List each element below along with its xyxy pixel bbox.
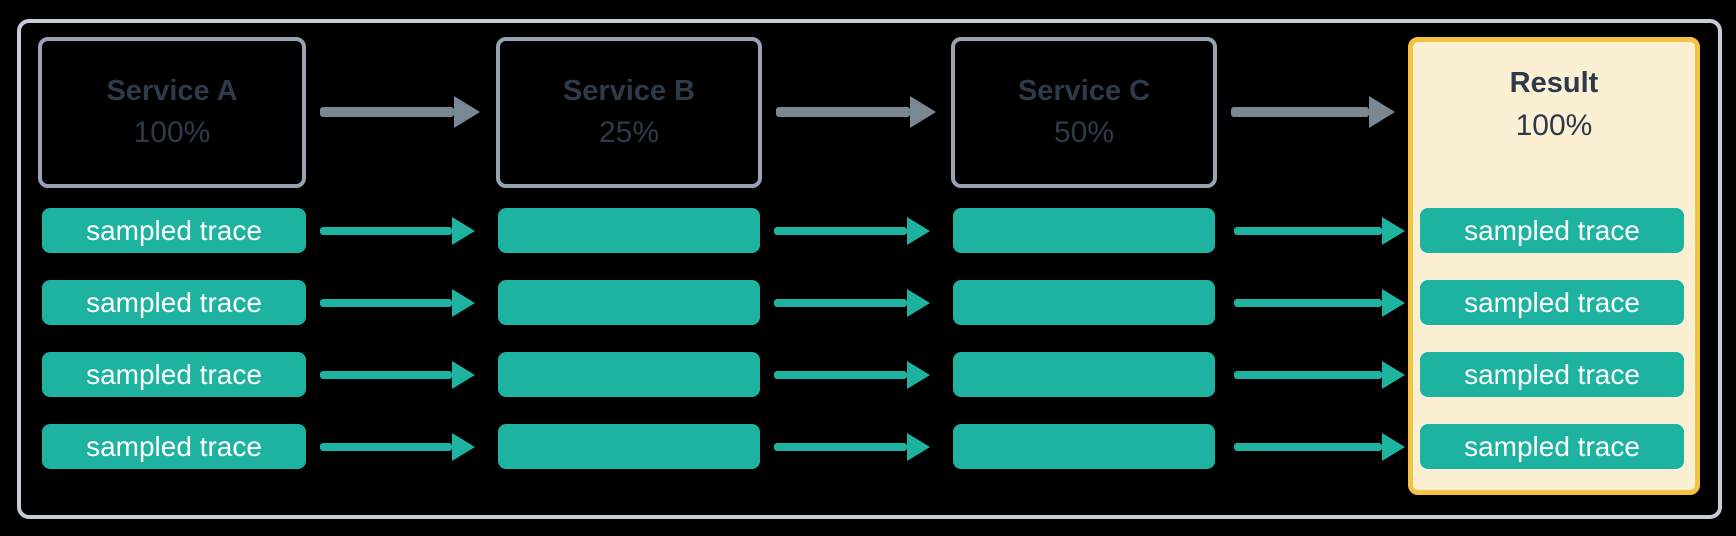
arrow-shaft [320,443,452,451]
trace-bar-b4 [498,424,760,469]
trace-bar-a3: sampled trace [42,352,306,397]
trace-arrow-a-to-b-3 [320,361,475,389]
arrow-service-a-to-b [320,96,480,128]
arrow-shaft [1234,227,1382,235]
trace-bar-label: sampled trace [1464,358,1640,390]
arrow-head-icon [454,96,480,128]
trace-arrow-b-to-c-1 [774,217,930,245]
trace-arrow-c-to-result-4 [1234,433,1405,461]
result-box: Result 100% [1408,37,1700,495]
trace-arrow-a-to-b-2 [320,289,475,317]
trace-bar-label: sampled trace [86,286,262,318]
trace-bar-b3 [498,352,760,397]
arrow-shaft [1231,107,1369,117]
trace-arrow-b-to-c-2 [774,289,930,317]
arrow-head-icon [907,433,930,461]
arrow-shaft [776,107,910,117]
trace-bar-r3: sampled trace [1420,352,1684,397]
arrow-head-icon [907,289,930,317]
service-a-title: Service A [106,74,238,107]
trace-bar-a1: sampled trace [42,208,306,253]
arrow-shaft [1234,443,1382,451]
arrow-shaft [320,107,454,117]
trace-bar-label: sampled trace [86,214,262,246]
arrow-head-icon [1382,289,1405,317]
arrow-head-icon [452,433,475,461]
trace-bar-c3 [953,352,1215,397]
arrow-shaft [774,227,907,235]
arrow-head-icon [452,289,475,317]
trace-bar-b2 [498,280,760,325]
trace-arrow-c-to-result-1 [1234,217,1405,245]
arrow-head-icon [910,96,936,128]
trace-arrow-a-to-b-1 [320,217,475,245]
trace-bar-c1 [953,208,1215,253]
arrow-head-icon [452,217,475,245]
trace-bar-c4 [953,424,1215,469]
arrow-service-c-to-result [1231,96,1395,128]
service-c-rate: 50% [1053,116,1115,150]
trace-bar-r2: sampled trace [1420,280,1684,325]
trace-bar-b1 [498,208,760,253]
trace-bar-label: sampled trace [1464,286,1640,318]
service-a-rate: 100% [133,116,211,150]
trace-bar-label: sampled trace [1464,214,1640,246]
arrow-head-icon [452,361,475,389]
arrow-head-icon [907,217,930,245]
trace-arrow-a-to-b-4 [320,433,475,461]
arrow-head-icon [1382,361,1405,389]
arrow-head-icon [907,361,930,389]
arrow-shaft [1234,371,1382,379]
service-b-rate: 25% [598,116,660,150]
arrow-shaft [774,299,907,307]
trace-bar-c2 [953,280,1215,325]
trace-bar-r1: sampled trace [1420,208,1684,253]
trace-arrow-c-to-result-2 [1234,289,1405,317]
arrow-shaft [320,299,452,307]
trace-bar-r4: sampled trace [1420,424,1684,469]
arrow-shaft [320,371,452,379]
trace-bar-label: sampled trace [1464,430,1640,462]
service-c-box: Service C 50% [951,37,1217,188]
arrow-head-icon [1382,433,1405,461]
service-c-title: Service C [1017,74,1151,107]
arrow-shaft [1234,299,1382,307]
trace-bar-label: sampled trace [86,358,262,390]
trace-arrow-c-to-result-3 [1234,361,1405,389]
service-a-box: Service A 100% [38,37,306,188]
arrow-head-icon [1382,217,1405,245]
result-title: Result [1509,67,1599,99]
result-rate: 100% [1515,108,1593,142]
service-b-title: Service B [562,74,696,107]
arrow-shaft [774,443,907,451]
trace-arrow-b-to-c-3 [774,361,930,389]
trace-bar-a4: sampled trace [42,424,306,469]
trace-bar-a2: sampled trace [42,280,306,325]
arrow-head-icon [1369,96,1395,128]
diagram-outer-frame [17,19,1722,519]
trace-arrow-b-to-c-4 [774,433,930,461]
arrow-shaft [320,227,452,235]
arrow-shaft [774,371,907,379]
arrow-service-b-to-c [776,96,936,128]
trace-bar-label: sampled trace [86,430,262,462]
service-b-box: Service B 25% [496,37,762,188]
